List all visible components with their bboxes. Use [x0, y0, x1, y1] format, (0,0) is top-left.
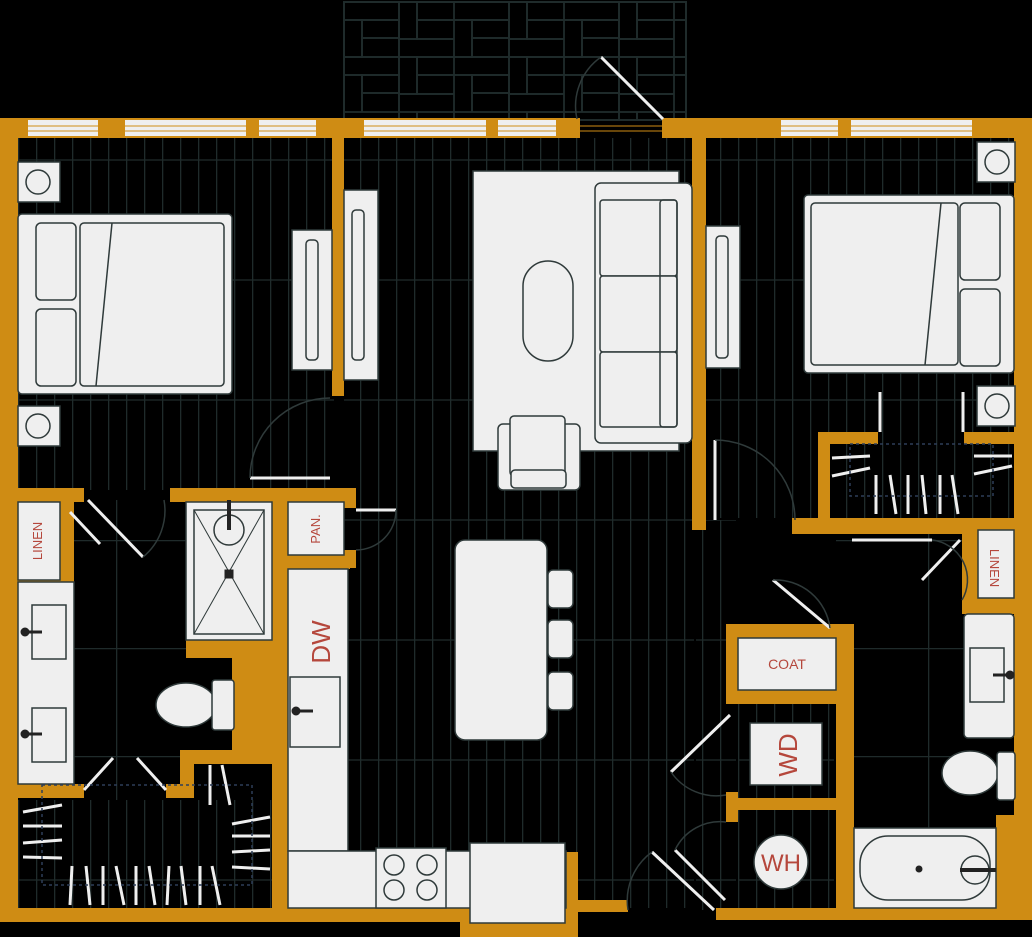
toilet-1: [155, 682, 217, 728]
linen-label-right: LINEN: [987, 549, 1002, 587]
windows: [28, 120, 972, 136]
tv-console: [343, 189, 379, 381]
water-heater: [753, 834, 809, 890]
dresser-1: [291, 229, 333, 371]
nightstand-2a: [976, 141, 1016, 183]
pantry-label: PAN.: [308, 514, 323, 543]
coffee-table: [522, 260, 574, 362]
linen-label-left: LINEN: [30, 522, 45, 560]
refrigerator: [469, 842, 566, 924]
water-heater-label: WH: [761, 850, 801, 877]
pantry: [287, 501, 345, 556]
nightstand-1a: [17, 161, 61, 203]
range: [375, 847, 447, 909]
coat-label: COAT: [768, 656, 806, 672]
doors: [68, 55, 969, 912]
washer-dryer: [749, 722, 823, 786]
dresser-2: [705, 225, 741, 369]
dishwasher-label: DW: [306, 620, 336, 664]
coat-closet: [737, 637, 837, 691]
toilet-2: [941, 750, 999, 796]
washer-dryer-label: WD: [773, 733, 803, 776]
closet-hangers: [22, 454, 1013, 906]
patio: [343, 1, 687, 121]
linen-closet-1: [17, 501, 61, 581]
closet-outline: [41, 443, 994, 886]
linen-closet-2: [977, 529, 1015, 599]
plumbing-fixtures: [20, 500, 1015, 873]
vanity-1: [17, 581, 75, 785]
kitchen-island: [454, 539, 548, 741]
nightstand-1b: [17, 405, 61, 447]
